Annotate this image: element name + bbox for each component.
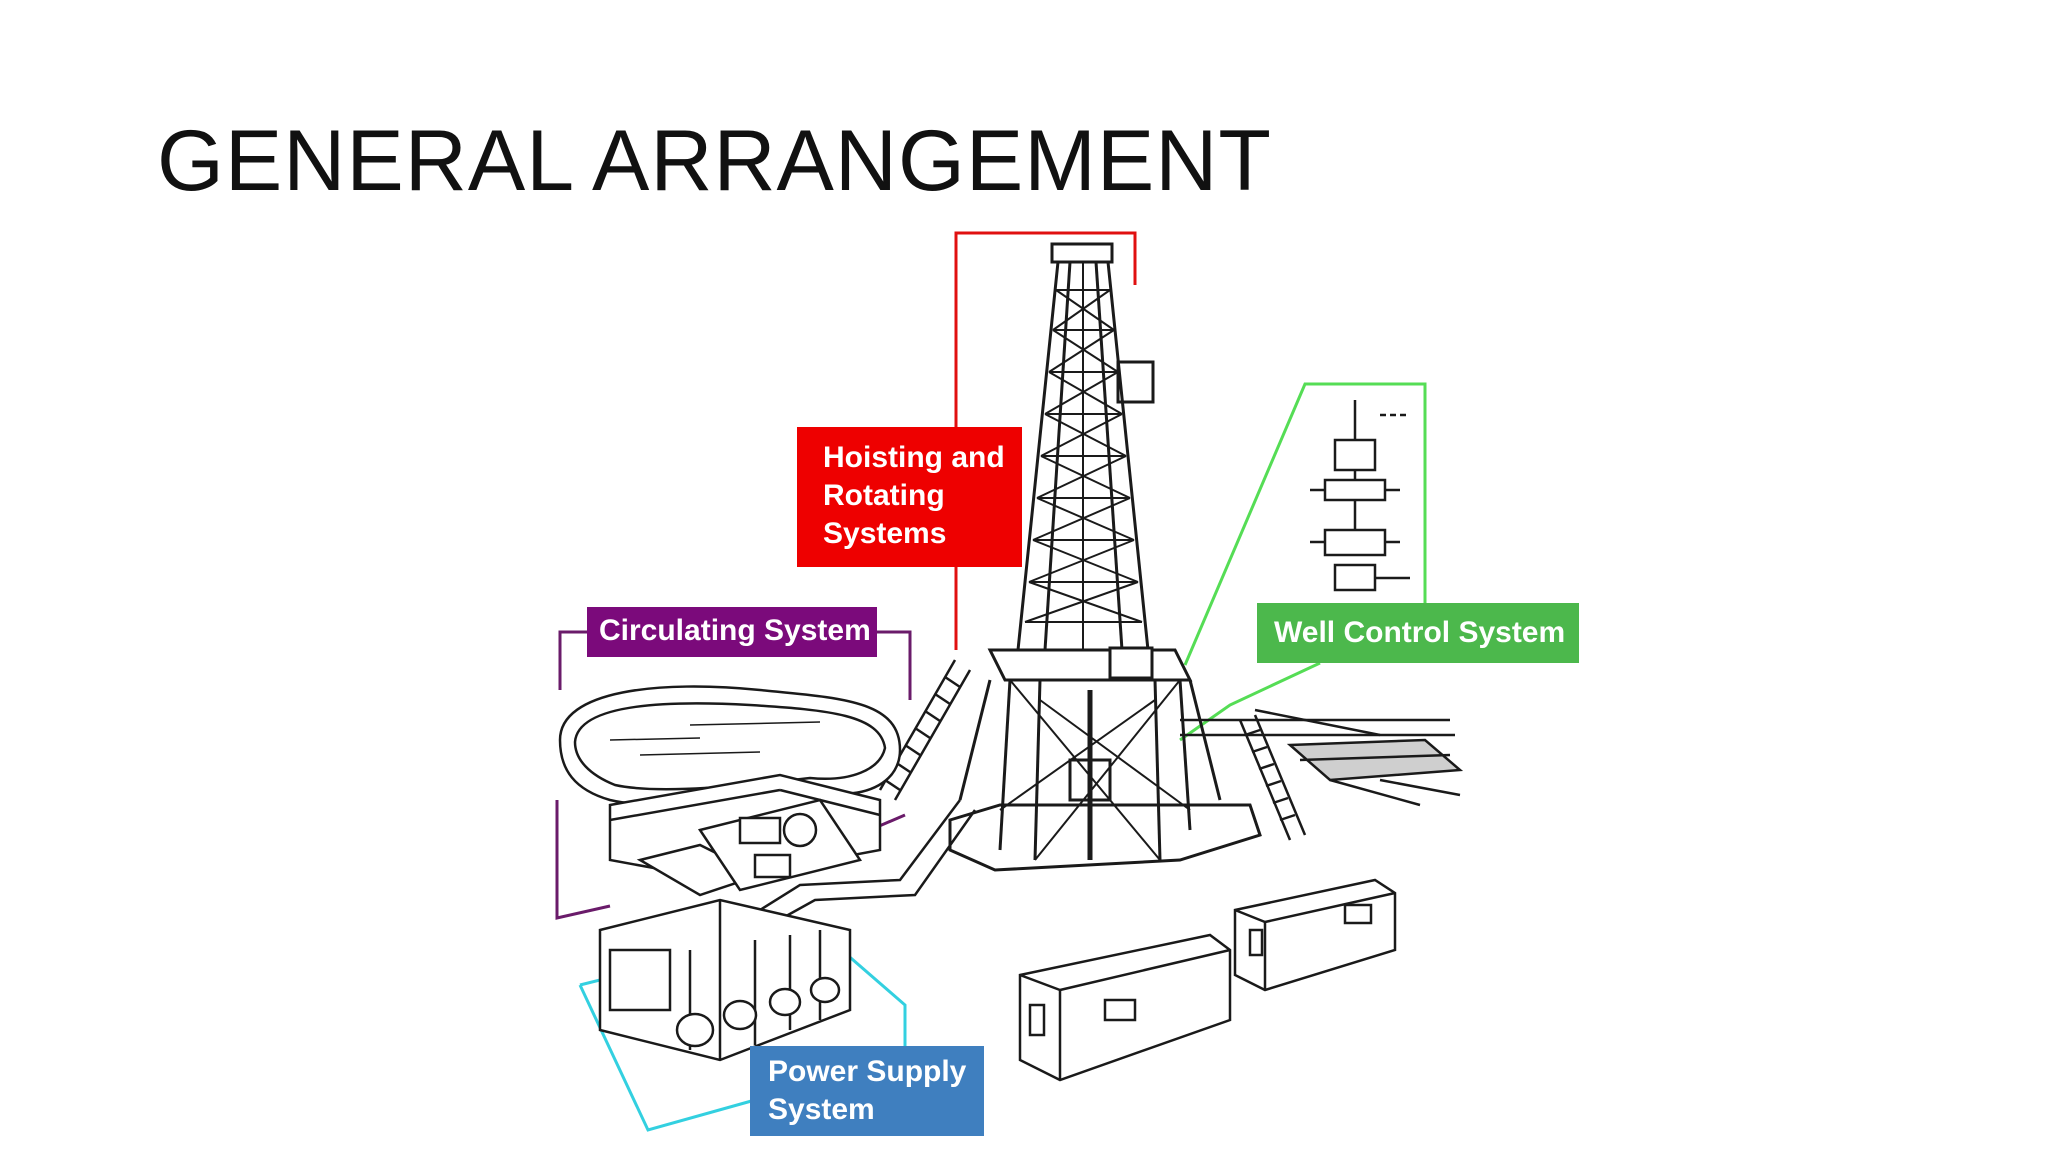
well-callout-line-lower: [1179, 661, 1321, 742]
circulating-system-label: Circulating System: [587, 607, 877, 657]
power-supply-label: Power Supply System: [750, 1046, 984, 1136]
slide-title: GENERAL ARRANGEMENT: [157, 113, 1272, 209]
circulating-label-text: Circulating System: [599, 614, 871, 647]
circulating-callout-line: [558, 630, 588, 690]
well-callout-line: [1183, 382, 1427, 666]
hoisting-label-line1: Hoisting and: [823, 441, 1005, 474]
power-label-line2: System: [768, 1093, 875, 1126]
well-control-label: Well Control System: [1257, 603, 1579, 663]
derrick-mast: [1016, 242, 1155, 652]
circulating-callout-line-right: [876, 630, 912, 700]
power-callout-line: [578, 984, 756, 1132]
mud-pumps: [697, 798, 863, 892]
generator-sets: [598, 898, 852, 1062]
power-label-line1: Power Supply: [768, 1055, 967, 1088]
bop-stack: [1310, 400, 1410, 592]
hoisting-label-line2: Rotating: [823, 479, 945, 512]
trailer-right: [1233, 878, 1397, 992]
circulating-callout-line-lower: [555, 800, 611, 920]
hoisting-rotating-label: Hoisting and Rotating Systems: [797, 427, 1022, 567]
walkway: [759, 799, 977, 927]
trailer-left: [1018, 933, 1232, 1082]
right-stairs: [1238, 714, 1307, 841]
catwalk-pipe-rack: [1180, 708, 1464, 807]
substructure: [948, 646, 1262, 872]
mud-pit: [558, 685, 902, 807]
hoisting-label-line3: Systems: [823, 517, 947, 550]
well-control-label-text: Well Control System: [1274, 616, 1566, 649]
